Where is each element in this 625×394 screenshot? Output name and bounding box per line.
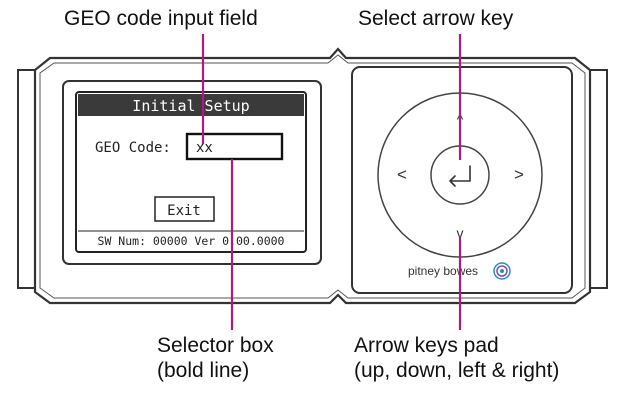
lcd-display bbox=[75, 91, 307, 253]
callout-arrow-pad: Arrow keys pad (up, down, left & right) bbox=[354, 333, 559, 383]
geo-code-value: xx bbox=[196, 140, 213, 156]
brand-name: pitney bowes bbox=[408, 264, 478, 278]
callout-select-key: Select arrow key bbox=[358, 7, 514, 30]
callout-arrow-pad-line1: Arrow keys pad bbox=[354, 334, 499, 357]
right-bracket bbox=[590, 69, 608, 289]
device-body-inner bbox=[39, 54, 586, 299]
lcd-title: Initial Setup bbox=[132, 97, 249, 115]
exit-button[interactable] bbox=[154, 196, 215, 222]
callout-selector-line1: Selector box bbox=[157, 334, 274, 357]
right-arrow-key[interactable]: > bbox=[514, 165, 524, 184]
leader-lines bbox=[201, 34, 462, 330]
callout-geo-input: GEO code input field bbox=[64, 7, 258, 30]
callout-selector-line2: (bold line) bbox=[157, 359, 250, 382]
left-bracket bbox=[17, 69, 35, 289]
down-arrow-key[interactable]: v bbox=[457, 225, 464, 241]
callout-arrow-pad-line2: (up, down, left & right) bbox=[354, 359, 560, 382]
exit-label: Exit bbox=[167, 203, 201, 219]
sw-version-line: SW Num: 00000 Ver 0.00.0000 bbox=[98, 234, 285, 248]
lcd-title-bar bbox=[78, 94, 304, 116]
pitney-bowes-logo-icon bbox=[493, 262, 511, 280]
callout-selector-box: Selector box (bold line) bbox=[157, 333, 274, 383]
geo-code-label: GEO Code: bbox=[95, 140, 171, 156]
left-arrow-key[interactable]: < bbox=[397, 165, 407, 184]
enter-return-icon bbox=[449, 165, 471, 187]
